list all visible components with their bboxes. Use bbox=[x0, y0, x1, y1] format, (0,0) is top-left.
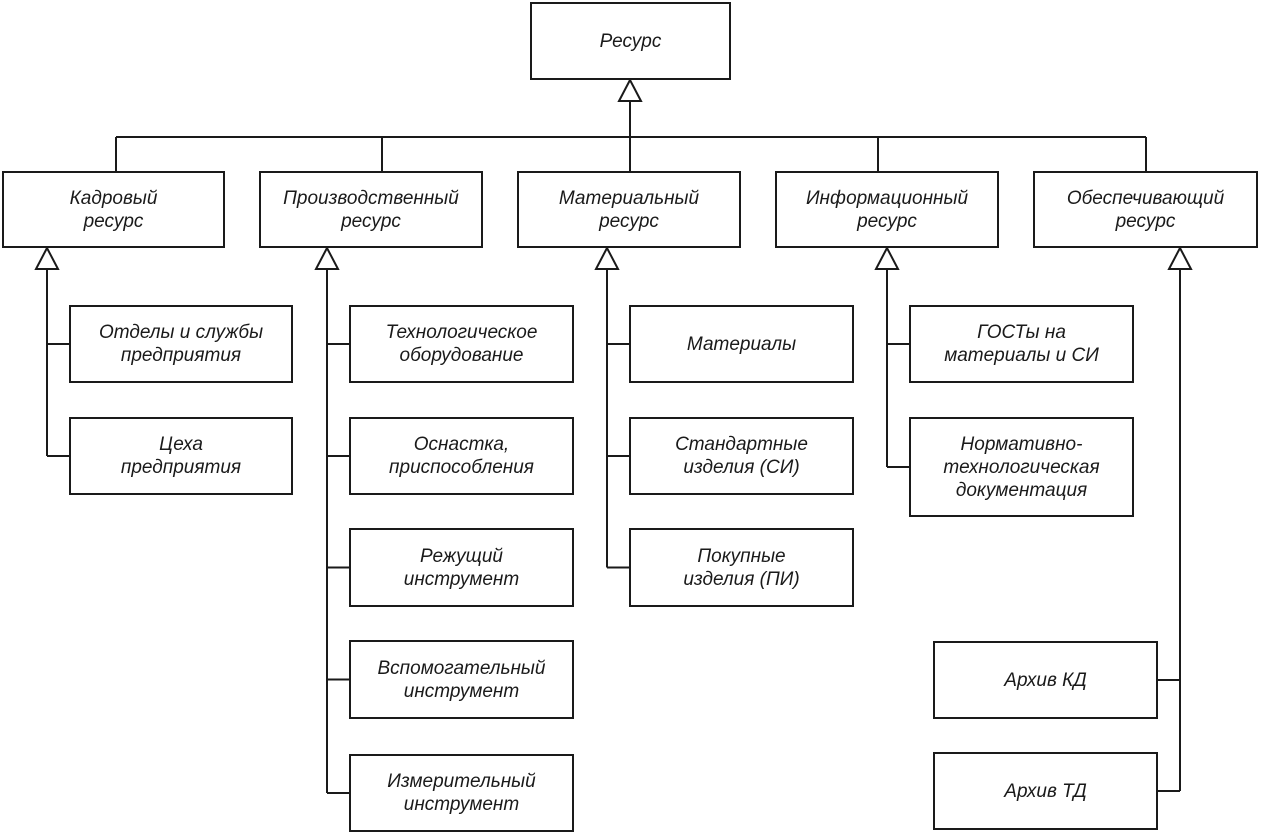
node-label-line: оборудование bbox=[399, 345, 524, 366]
node-label-line: ресурс bbox=[1115, 210, 1176, 232]
generalization-arrow bbox=[874, 245, 900, 270]
node-label-line: ресурс bbox=[599, 210, 659, 232]
node-label-line: Измерительный bbox=[387, 771, 536, 792]
node-label-line: Режущий bbox=[420, 545, 503, 567]
node-arkhiv-kd: Архив КД bbox=[933, 641, 1158, 719]
node-label-line: Технологическое bbox=[385, 322, 538, 343]
node-label-line: предприятия bbox=[120, 457, 242, 478]
generalization-arrow bbox=[1167, 245, 1193, 270]
node-label-line: Оснастка, bbox=[413, 434, 510, 455]
node-label-line: ресурс bbox=[83, 210, 144, 232]
node-label-line: ГОСТы на bbox=[977, 322, 1066, 343]
node-label-line: Материальный bbox=[558, 187, 700, 209]
node-label-line: технологическая bbox=[943, 456, 1100, 478]
node-label-line: ресурс bbox=[341, 210, 401, 232]
node-label-line: Информационный bbox=[805, 187, 969, 209]
node-label-line: Ресурс bbox=[599, 30, 662, 52]
node-osnastka: Оснастка,приспособления bbox=[349, 417, 574, 495]
node-label-line: Кадровый bbox=[69, 187, 158, 209]
node-label-line: предприятия bbox=[120, 345, 242, 366]
node-label-line: Материалы bbox=[686, 333, 797, 355]
node-label-line: Вспомогательный bbox=[377, 657, 546, 679]
node-label-line: Архив КД bbox=[1004, 669, 1087, 691]
node-label-line: Стандартные bbox=[675, 434, 808, 455]
node-label-line: Покупные bbox=[697, 545, 786, 567]
node-root: Ресурс bbox=[530, 2, 731, 80]
node-arkhiv-td: Архив ТД bbox=[933, 752, 1158, 830]
node-label-line: документация bbox=[955, 479, 1088, 501]
node-label-line: Нормативно- bbox=[960, 433, 1083, 455]
generalization-arrow bbox=[34, 245, 60, 270]
node-label-line: Отделы и службы bbox=[98, 322, 264, 343]
node-label-line: инструмент bbox=[403, 568, 520, 590]
node-label-line: ресурс bbox=[857, 210, 917, 232]
node-label-line: приспособления bbox=[389, 457, 534, 478]
node-label-line: Архив ТД bbox=[1004, 780, 1087, 802]
node-label-line: изделия (СИ) bbox=[683, 457, 800, 478]
node-label-line: Производственный bbox=[283, 187, 459, 209]
node-label-line: изделия (ПИ) bbox=[683, 568, 800, 590]
node-label-line: Обеспечивающий bbox=[1066, 187, 1225, 209]
generalization-arrow bbox=[314, 245, 340, 270]
root-generalization-arrow bbox=[617, 77, 643, 102]
node-label-line: материалы и СИ bbox=[944, 345, 1099, 366]
node-label-line: инструмент bbox=[403, 794, 520, 815]
node-materialy: Материалы bbox=[629, 305, 854, 383]
generalization-arrow bbox=[594, 245, 620, 270]
node-label-line: Цеха bbox=[159, 434, 203, 455]
node-label-line: инструмент bbox=[403, 680, 520, 702]
